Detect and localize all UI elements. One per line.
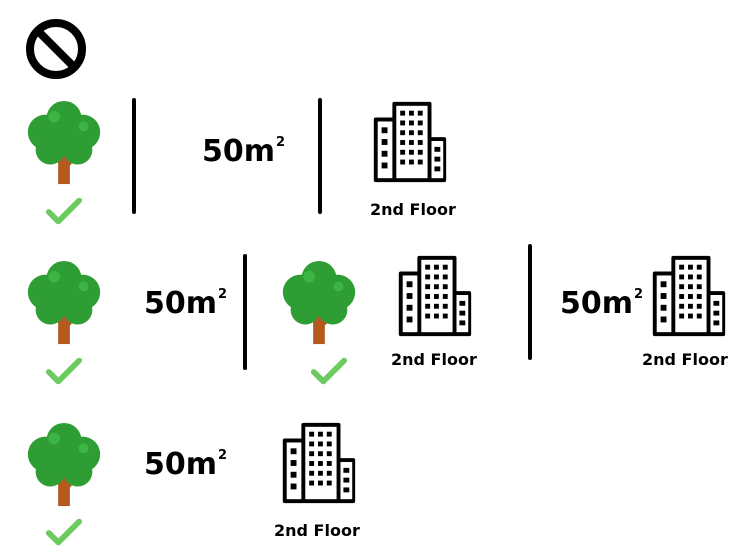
checkmark-icon bbox=[45, 356, 83, 386]
area-label: 50m2 bbox=[202, 134, 286, 169]
no-entry-icon bbox=[26, 19, 86, 79]
tree-icon bbox=[24, 421, 104, 509]
floor-label: 2nd Floor bbox=[391, 350, 477, 369]
floor-label: 2nd Floor bbox=[370, 200, 456, 219]
tree-icon bbox=[24, 99, 104, 187]
area-label: 50m2 bbox=[560, 286, 644, 321]
divider bbox=[243, 254, 247, 370]
checkmark-icon bbox=[310, 356, 348, 386]
office-building-icon bbox=[648, 252, 728, 340]
office-building-icon bbox=[369, 98, 449, 186]
floor-label: 2nd Floor bbox=[642, 350, 728, 369]
divider bbox=[318, 98, 322, 214]
divider bbox=[132, 98, 136, 214]
checkmark-icon bbox=[45, 517, 83, 547]
tree-icon bbox=[279, 259, 359, 347]
office-building-icon bbox=[394, 252, 474, 340]
checkmark-icon bbox=[45, 196, 83, 226]
area-label: 50m2 bbox=[144, 447, 228, 482]
office-building-icon bbox=[278, 419, 358, 507]
area-label: 50m2 bbox=[144, 286, 228, 321]
floor-label: 2nd Floor bbox=[274, 521, 360, 540]
divider bbox=[528, 244, 532, 360]
tree-icon bbox=[24, 259, 104, 347]
